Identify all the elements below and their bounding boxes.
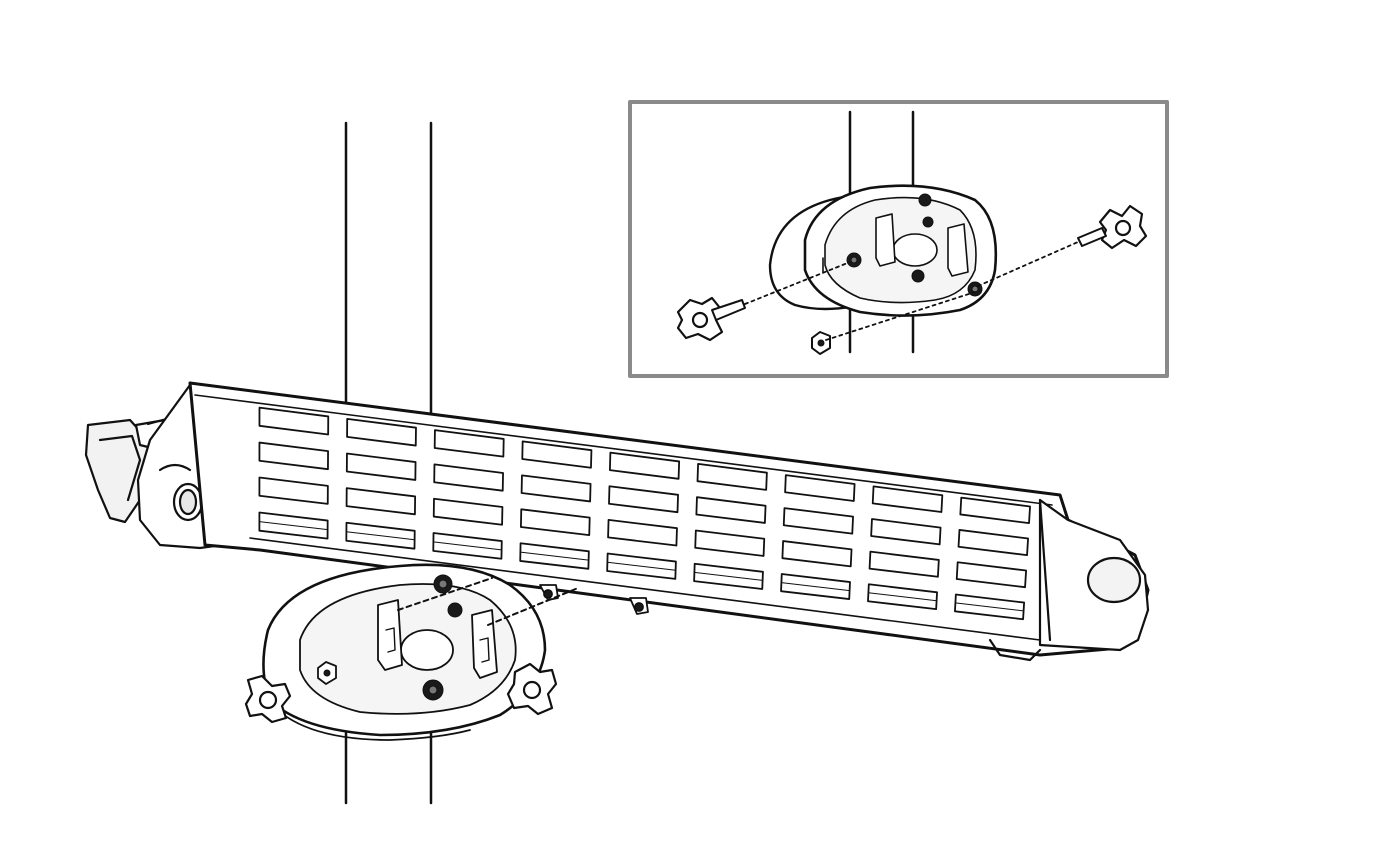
- inset-detail-frame: [628, 100, 1169, 378]
- grille-cell: [957, 529, 1029, 557]
- heating-element-line: [258, 521, 329, 531]
- bracket-clip-right: [471, 609, 498, 679]
- grille-cell: [258, 406, 330, 436]
- grille-cell: [346, 417, 417, 447]
- grille-cell: [433, 463, 504, 492]
- grille-cell: [784, 474, 856, 502]
- grille-cell: [868, 550, 940, 578]
- heating-element-line: [954, 602, 1025, 612]
- bolt-icon: [711, 299, 746, 321]
- grille-icon: [258, 406, 1031, 621]
- bracket-clip-left: [377, 599, 403, 671]
- grille-cell: [433, 429, 505, 458]
- grille-cell: [781, 540, 853, 568]
- grille-cell: [432, 497, 504, 526]
- grille-cell: [520, 474, 592, 503]
- heater-body-icon: [84, 381, 1150, 662]
- heating-element-line: [432, 541, 503, 551]
- right-end-cap: [988, 498, 1150, 662]
- heating-element-line: [867, 592, 938, 602]
- grille-cell: [955, 561, 1027, 589]
- heating-element-line: [606, 561, 677, 571]
- nut-icon: [447, 602, 463, 618]
- grille-cell: [345, 487, 417, 516]
- pole-icon: [344, 121, 433, 805]
- grille-cell: [520, 508, 591, 537]
- heating-element-line: [693, 571, 764, 581]
- grille-cell: [345, 452, 417, 481]
- bolt-icon: [1077, 227, 1107, 247]
- heating-element-line: [780, 582, 851, 592]
- grille-cell: [608, 485, 679, 514]
- star-knob-icon: [506, 662, 558, 716]
- heating-element-line: [345, 531, 416, 541]
- underside-screws: [539, 584, 649, 615]
- grille-cell: [608, 451, 681, 480]
- star-knob-icon: [676, 296, 724, 342]
- grille-cell: [258, 476, 329, 505]
- grille-cell: [782, 507, 854, 535]
- star-knob-icon: [244, 674, 292, 724]
- mounting-bracket-icon: [262, 563, 579, 741]
- bracket-center-hole: [400, 629, 454, 671]
- grille-cell: [870, 518, 942, 546]
- grille-cell: [258, 441, 329, 471]
- grille-cell: [959, 496, 1031, 525]
- grille-cell: [694, 529, 766, 557]
- grille-cell: [607, 518, 678, 547]
- grille-cell: [871, 485, 944, 513]
- grille-cell: [521, 440, 593, 469]
- grille-cell: [695, 496, 767, 524]
- grille-cell: [696, 462, 768, 491]
- star-knob-icon: [1098, 204, 1148, 250]
- heating-element-line: [519, 551, 590, 561]
